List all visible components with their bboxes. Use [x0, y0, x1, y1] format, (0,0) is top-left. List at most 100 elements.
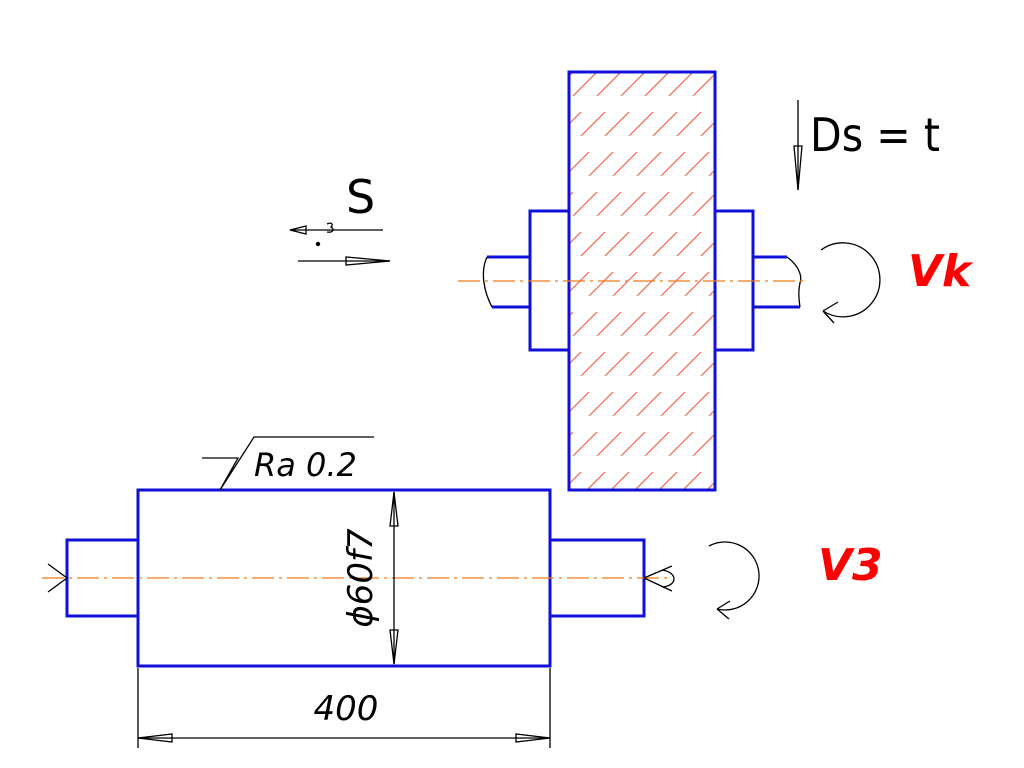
- hatch-stroke: [533, 232, 557, 256]
- hatch-stroke: [501, 552, 525, 576]
- hatch-stroke: [773, 352, 797, 376]
- hatch-stroke: [229, 632, 253, 656]
- hatch-stroke: [569, 231, 582, 245]
- hatch-stroke: [725, 472, 749, 496]
- hatch-stroke: [853, 272, 877, 296]
- hatch-stroke: [261, 552, 285, 576]
- hatch-stroke: [596, 311, 622, 337]
- hatch-stroke: [733, 152, 757, 176]
- hatch-stroke: [301, 392, 325, 416]
- hatch-stroke: [541, 152, 565, 176]
- hatch-stroke: [604, 351, 630, 377]
- hatch-stroke: [501, 432, 525, 456]
- hatch-stroke: [821, 352, 845, 376]
- hatch-stroke: [461, 472, 485, 496]
- hatch-stroke: [692, 73, 715, 97]
- hatch-stroke: [652, 231, 678, 257]
- hatch-stroke: [101, 592, 125, 616]
- hatch-stroke: [205, 512, 229, 536]
- hatch-stroke: [668, 311, 694, 337]
- diameter-label: ϕ60f7: [341, 528, 381, 628]
- hatch-stroke: [668, 191, 694, 217]
- hatch-stroke: [613, 32, 637, 56]
- hatch-stroke: [229, 392, 253, 416]
- hatch-stroke: [725, 232, 749, 256]
- hatch-stroke: [189, 672, 213, 696]
- hatch-stroke: [189, 552, 213, 576]
- hatch-stroke: [245, 592, 269, 616]
- hatch-stroke: [437, 592, 461, 616]
- hatch-stroke: [757, 272, 781, 296]
- hatch-stroke: [676, 351, 702, 377]
- hatch-stroke: [0, 632, 13, 656]
- hatch-stroke: [533, 112, 557, 136]
- hatch-stroke: [509, 352, 533, 376]
- hatch-stroke: [661, 512, 685, 536]
- hatch-stroke: [13, 632, 37, 656]
- hatch-stroke: [572, 191, 598, 217]
- hatch-stroke: [357, 312, 381, 336]
- hatch-stroke: [77, 592, 101, 616]
- radial-feed-arrow: [793, 100, 803, 191]
- hatch-stroke: [845, 232, 869, 256]
- hatch-stroke: [149, 472, 173, 496]
- hatch-stroke: [69, 672, 93, 696]
- longitudinal-feed-arrows: [289, 222, 391, 266]
- hatch-stroke: [973, 152, 997, 176]
- hatch-stroke: [565, 512, 589, 536]
- hatch-stroke: [580, 231, 606, 257]
- hatch-stroke: [453, 672, 477, 696]
- hatch-stroke: [213, 672, 237, 696]
- hatch-stroke: [325, 632, 349, 656]
- hatch-stroke: [610, 471, 630, 490]
- hatch-stroke: [173, 592, 197, 616]
- hatch-stroke: [685, 512, 709, 536]
- hatch-stroke: [586, 471, 606, 490]
- hatch-stroke: [405, 672, 429, 696]
- hatch-stroke: [501, 672, 525, 696]
- hatch-stroke: [437, 472, 461, 496]
- hatch-stroke: [469, 632, 493, 656]
- hatch-stroke: [749, 352, 773, 376]
- hatch-stroke: [685, 32, 709, 56]
- hatch-stroke: [349, 632, 373, 656]
- hatch-stroke: [700, 241, 715, 257]
- hatch-stroke: [909, 72, 933, 96]
- hatch-stroke: [997, 152, 1021, 176]
- hatch-stroke: [797, 352, 821, 376]
- hatch-stroke: [341, 352, 365, 376]
- hatch-stroke: [997, 32, 1021, 56]
- hatch-stroke: [765, 192, 789, 216]
- hatch-stroke: [813, 72, 837, 96]
- wheel-spindle-ends: [487, 255, 800, 309]
- hatch-stroke: [213, 552, 237, 576]
- hatch-stroke: [636, 391, 662, 417]
- hatch-stroke: [157, 512, 181, 536]
- hatch-stroke: [277, 632, 301, 656]
- hatch-stroke: [717, 312, 741, 336]
- hatch-stroke: [901, 32, 925, 56]
- hatch-stroke: [708, 409, 715, 417]
- hatch-stroke: [957, 72, 981, 96]
- hatch-stroke: [437, 232, 461, 256]
- hatch-stroke: [253, 632, 277, 656]
- hatch-stroke: [1013, 112, 1024, 136]
- hatch-stroke: [405, 552, 429, 576]
- hatch-stroke: [981, 192, 1005, 216]
- hatch-stroke: [93, 552, 117, 576]
- hatch-stroke: [973, 32, 997, 56]
- hatch-stroke: [692, 193, 715, 217]
- hatch-stroke: [533, 472, 557, 496]
- hatch-stroke: [797, 232, 821, 256]
- hatch-stroke: [181, 512, 205, 536]
- hatch-stroke: [829, 272, 853, 296]
- hatch-stroke: [644, 72, 670, 97]
- hatch-stroke: [477, 192, 501, 216]
- hatch-stroke: [285, 312, 309, 336]
- hatch-stroke: [485, 232, 509, 256]
- hatch-stroke: [869, 232, 893, 256]
- hatch-stroke: [941, 112, 965, 136]
- hatch-stroke: [652, 111, 678, 137]
- hatch-stroke: [277, 392, 301, 416]
